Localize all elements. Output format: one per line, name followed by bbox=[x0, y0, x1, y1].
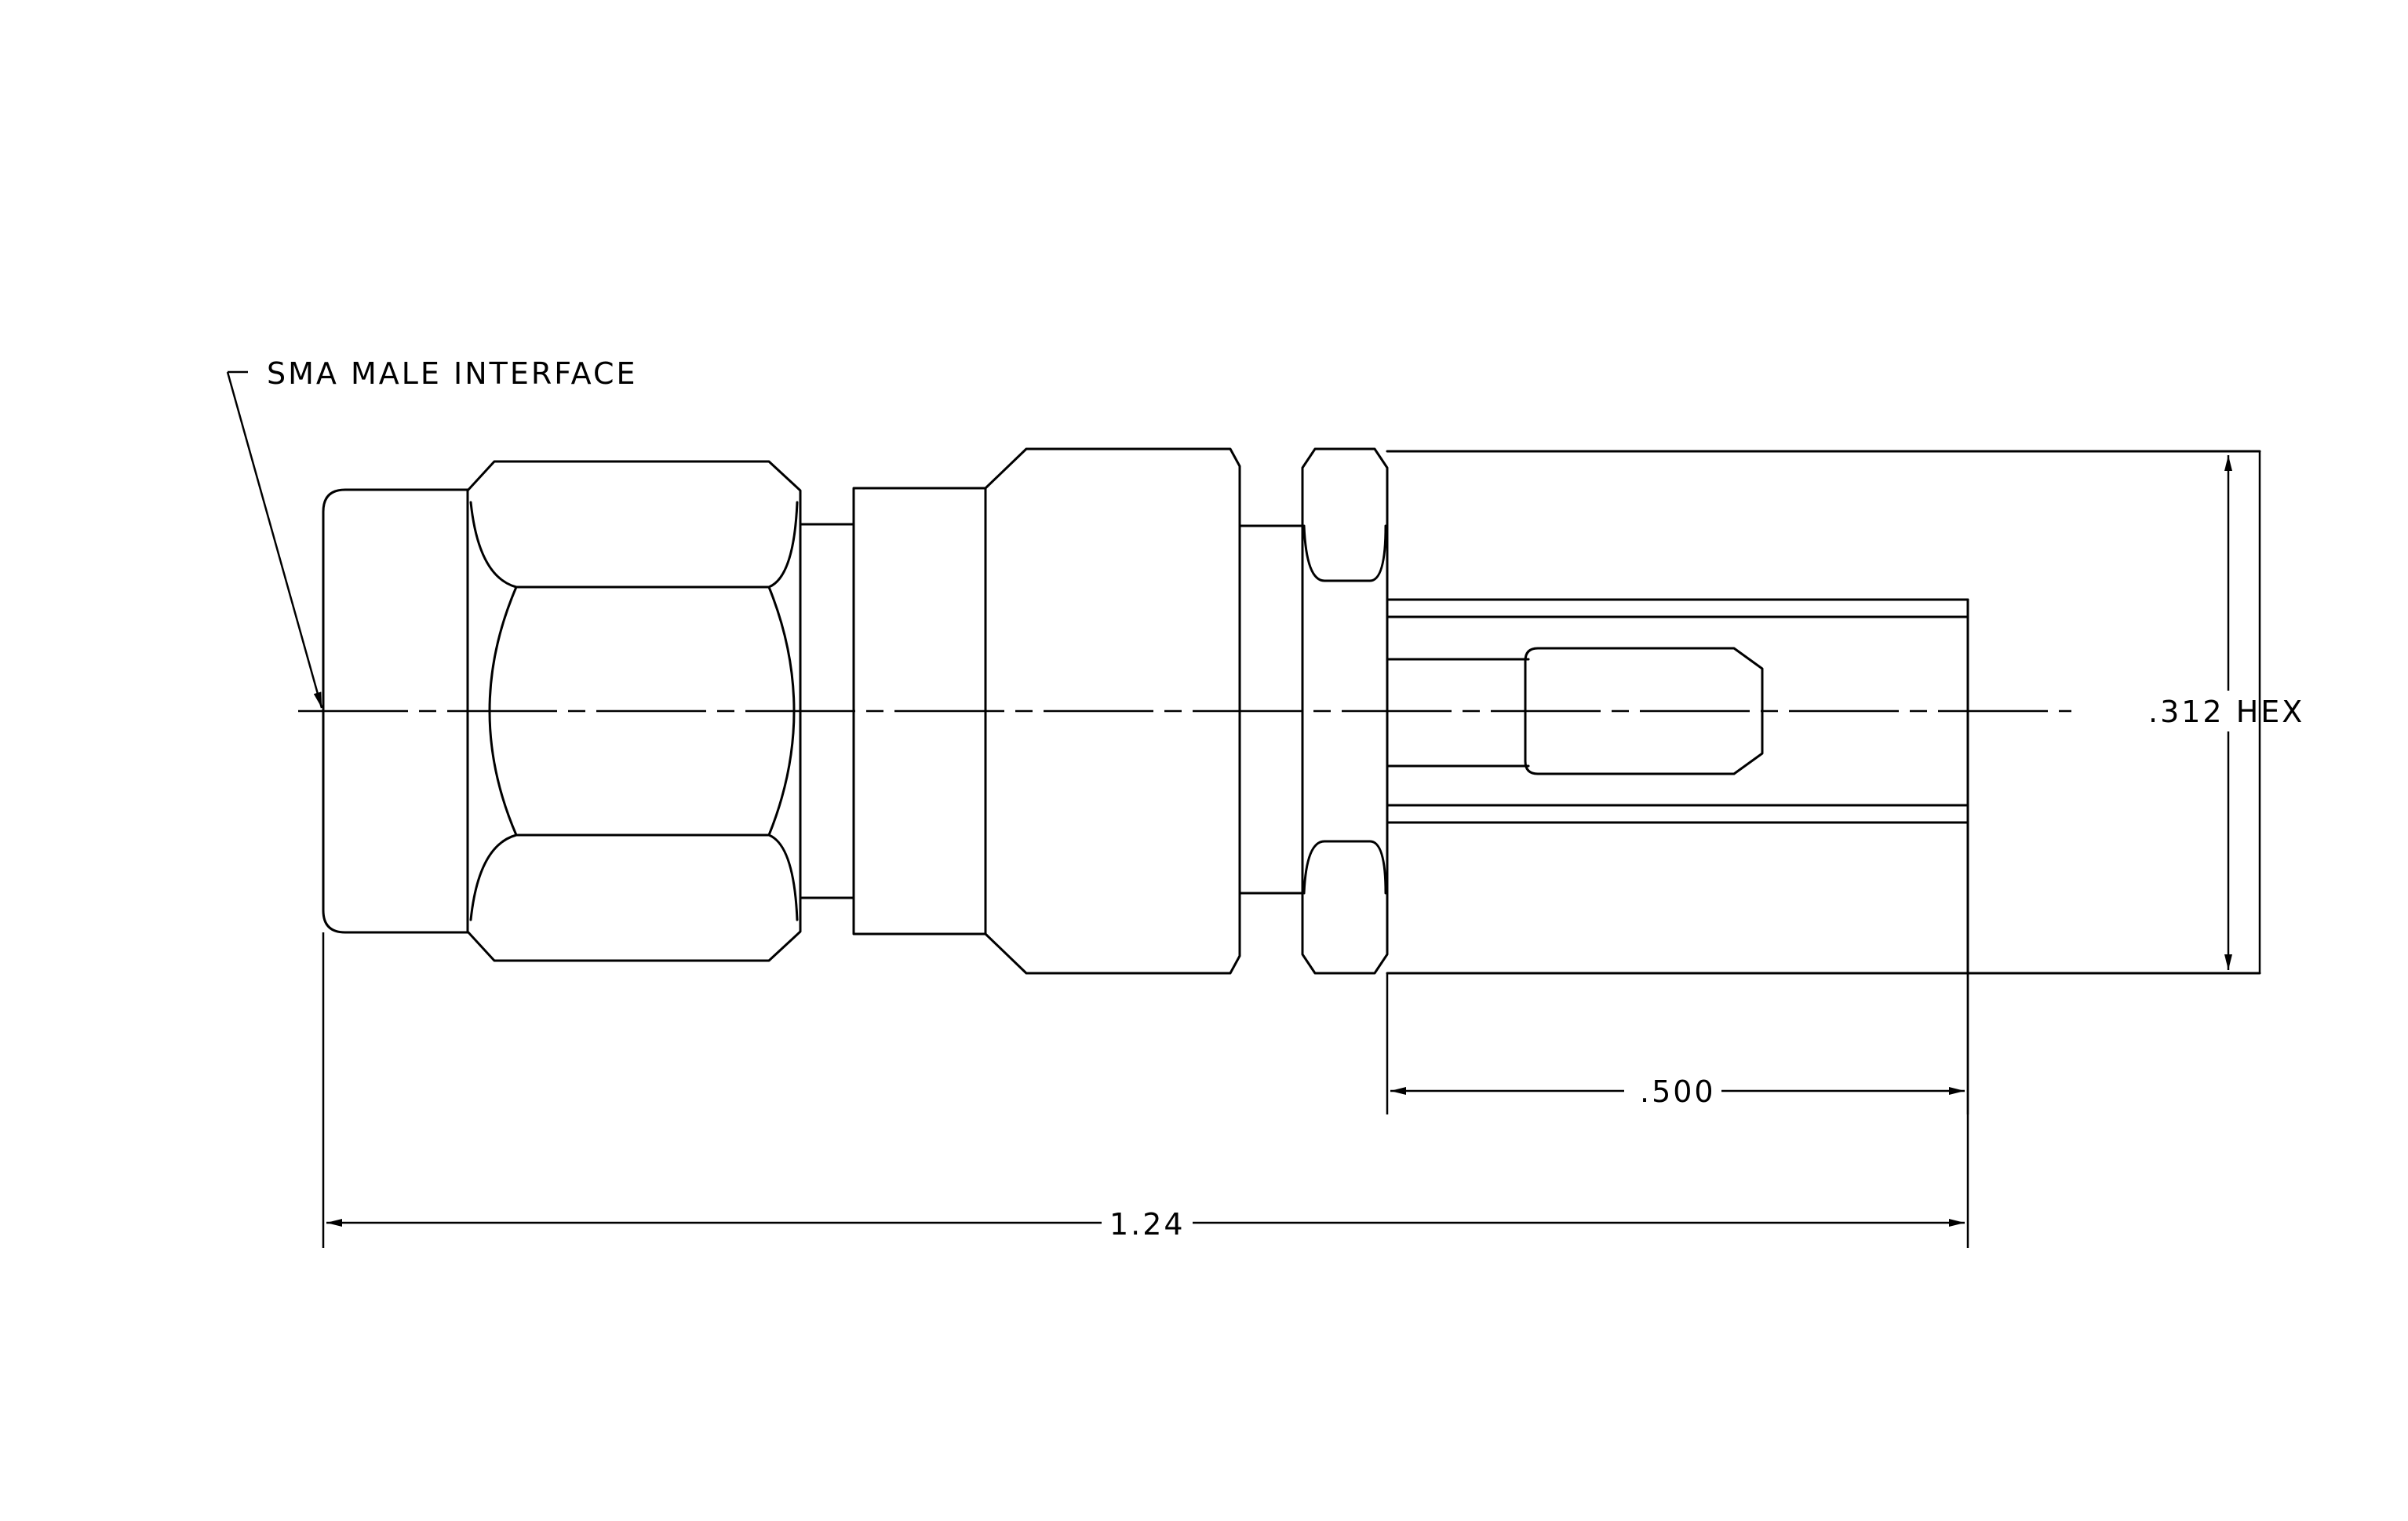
neck bbox=[799, 523, 855, 899]
ferrule-sleeve-bottom bbox=[1386, 804, 1969, 824]
interface-label: SMA MALE INTERFACE bbox=[267, 356, 638, 391]
crimp-length-dimension: .500 bbox=[1386, 973, 1969, 1114]
overall-length-label: 1.24 bbox=[1109, 1207, 1186, 1242]
body-hex bbox=[1301, 447, 1389, 975]
body-collar bbox=[852, 487, 987, 936]
hex-dimension: .312 HEX bbox=[1968, 451, 2304, 975]
main-body bbox=[984, 447, 1241, 975]
ferrule-sleeve-top bbox=[1386, 598, 1969, 618]
coupling-nut bbox=[466, 460, 802, 962]
groove bbox=[1238, 524, 1304, 895]
crimp-length-label: .500 bbox=[1640, 1074, 1716, 1109]
crimp-ferrule bbox=[1386, 450, 2261, 975]
overall-length-dimension: 1.24 bbox=[322, 932, 1969, 1248]
interface-callout: SMA MALE INTERFACE bbox=[226, 356, 638, 709]
sma-interface-body bbox=[322, 488, 469, 934]
hex-dimension-label: .312 HEX bbox=[2148, 695, 2304, 729]
contact-pin bbox=[1386, 647, 1764, 775]
